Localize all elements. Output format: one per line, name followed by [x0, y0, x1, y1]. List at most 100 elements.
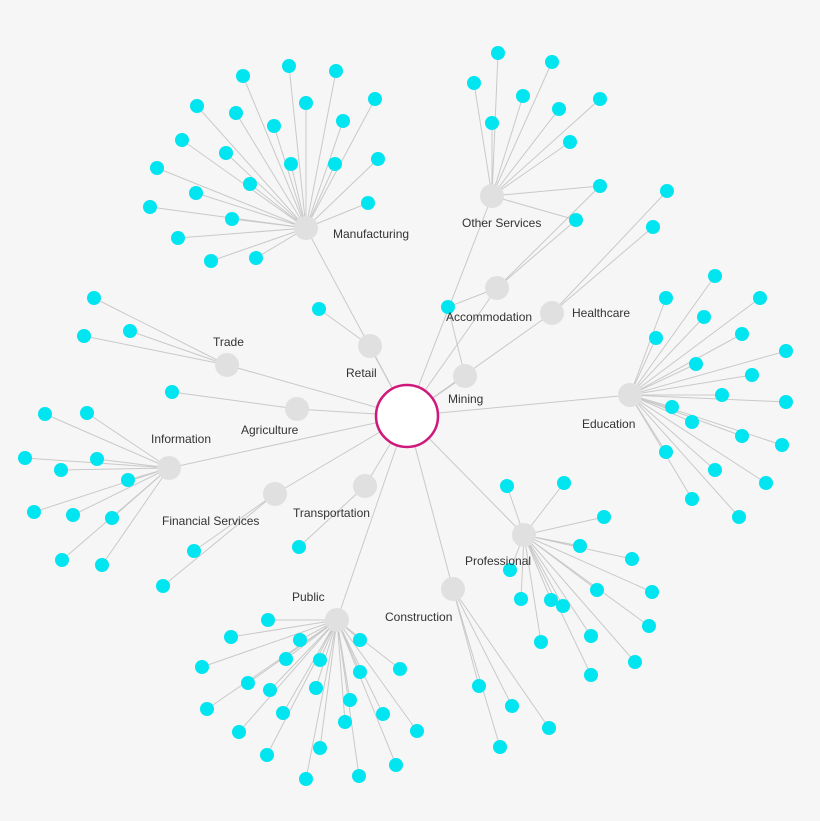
category-node-retail[interactable]: [358, 334, 382, 358]
leaf-node-manufacturing[interactable]: [236, 69, 250, 83]
category-node-accommodation[interactable]: [485, 276, 509, 300]
leaf-node-education[interactable]: [659, 291, 673, 305]
leaf-node-public[interactable]: [293, 633, 307, 647]
leaf-node-information[interactable]: [38, 407, 52, 421]
leaf-node-professional[interactable]: [645, 585, 659, 599]
leaf-node-professional[interactable]: [557, 476, 571, 490]
leaf-node-education[interactable]: [708, 269, 722, 283]
leaf-node-public[interactable]: [260, 748, 274, 762]
leaf-node-manufacturing[interactable]: [243, 177, 257, 191]
leaf-node-professional[interactable]: [514, 592, 528, 606]
leaf-node-manufacturing[interactable]: [171, 231, 185, 245]
leaf-node-accommodation[interactable]: [441, 300, 455, 314]
leaf-node-education[interactable]: [779, 344, 793, 358]
leaf-node-manufacturing[interactable]: [299, 96, 313, 110]
leaf-node-construction[interactable]: [505, 699, 519, 713]
category-node-financial-services[interactable]: [263, 482, 287, 506]
leaf-node-public[interactable]: [338, 715, 352, 729]
leaf-node-public[interactable]: [261, 613, 275, 627]
leaf-node-professional[interactable]: [642, 619, 656, 633]
leaf-node-professional[interactable]: [544, 593, 558, 607]
leaf-node-public[interactable]: [353, 633, 367, 647]
leaf-node-manufacturing[interactable]: [371, 152, 385, 166]
leaf-node-manufacturing[interactable]: [175, 133, 189, 147]
leaf-node-other-services[interactable]: [552, 102, 566, 116]
leaf-node-information[interactable]: [121, 473, 135, 487]
leaf-node-information[interactable]: [105, 511, 119, 525]
leaf-node-education[interactable]: [715, 388, 729, 402]
leaf-node-information[interactable]: [55, 553, 69, 567]
category-node-other-services[interactable]: [480, 184, 504, 208]
category-node-transportation[interactable]: [353, 474, 377, 498]
leaf-node-manufacturing[interactable]: [219, 146, 233, 160]
leaf-node-public[interactable]: [299, 772, 313, 786]
leaf-node-professional[interactable]: [584, 629, 598, 643]
leaf-node-information[interactable]: [80, 406, 94, 420]
leaf-node-other-services[interactable]: [593, 179, 607, 193]
leaf-node-manufacturing[interactable]: [229, 106, 243, 120]
leaf-node-information[interactable]: [54, 463, 68, 477]
leaf-node-public[interactable]: [389, 758, 403, 772]
leaf-node-professional[interactable]: [573, 539, 587, 553]
leaf-node-manufacturing[interactable]: [204, 254, 218, 268]
leaf-node-public[interactable]: [309, 681, 323, 695]
leaf-node-information[interactable]: [95, 558, 109, 572]
leaf-node-trade[interactable]: [123, 324, 137, 338]
leaf-node-manufacturing[interactable]: [267, 119, 281, 133]
leaf-node-education[interactable]: [708, 463, 722, 477]
leaf-node-manufacturing[interactable]: [143, 200, 157, 214]
leaf-node-public[interactable]: [195, 660, 209, 674]
leaf-node-professional[interactable]: [556, 599, 570, 613]
category-node-manufacturing[interactable]: [294, 216, 318, 240]
leaf-node-healthcare[interactable]: [660, 184, 674, 198]
leaf-node-education[interactable]: [735, 429, 749, 443]
leaf-node-professional[interactable]: [597, 510, 611, 524]
leaf-node-information[interactable]: [66, 508, 80, 522]
leaf-node-public[interactable]: [224, 630, 238, 644]
leaf-node-transportation[interactable]: [292, 540, 306, 554]
leaf-node-public[interactable]: [279, 652, 293, 666]
leaf-node-education[interactable]: [759, 476, 773, 490]
leaf-node-public[interactable]: [200, 702, 214, 716]
leaf-node-education[interactable]: [775, 438, 789, 452]
leaf-node-manufacturing[interactable]: [225, 212, 239, 226]
leaf-node-education[interactable]: [689, 357, 703, 371]
leaf-node-trade[interactable]: [87, 291, 101, 305]
leaf-node-construction[interactable]: [493, 740, 507, 754]
leaf-node-professional[interactable]: [503, 563, 517, 577]
leaf-node-education[interactable]: [779, 395, 793, 409]
leaf-node-public[interactable]: [313, 653, 327, 667]
leaf-node-public[interactable]: [393, 662, 407, 676]
leaf-node-manufacturing[interactable]: [329, 64, 343, 78]
leaf-node-education[interactable]: [735, 327, 749, 341]
leaf-node-manufacturing[interactable]: [189, 186, 203, 200]
leaf-node-manufacturing[interactable]: [328, 157, 342, 171]
center-node[interactable]: [374, 383, 440, 449]
category-node-healthcare[interactable]: [540, 301, 564, 325]
leaf-node-manufacturing[interactable]: [282, 59, 296, 73]
leaf-node-information[interactable]: [27, 505, 41, 519]
leaf-node-information[interactable]: [90, 452, 104, 466]
leaf-node-education[interactable]: [745, 368, 759, 382]
leaf-node-public[interactable]: [410, 724, 424, 738]
leaf-node-education[interactable]: [697, 310, 711, 324]
category-node-public[interactable]: [325, 608, 349, 632]
leaf-node-professional[interactable]: [590, 583, 604, 597]
leaf-node-other-services[interactable]: [563, 135, 577, 149]
leaf-node-construction[interactable]: [542, 721, 556, 735]
leaf-node-other-services[interactable]: [491, 46, 505, 60]
leaf-node-public[interactable]: [353, 665, 367, 679]
leaf-node-public[interactable]: [276, 706, 290, 720]
category-node-information[interactable]: [157, 456, 181, 480]
leaf-node-public[interactable]: [313, 741, 327, 755]
leaf-node-manufacturing[interactable]: [361, 196, 375, 210]
leaf-node-public[interactable]: [376, 707, 390, 721]
leaf-node-public[interactable]: [241, 676, 255, 690]
leaf-node-professional[interactable]: [584, 668, 598, 682]
category-node-education[interactable]: [618, 383, 642, 407]
leaf-node-public[interactable]: [232, 725, 246, 739]
category-node-construction[interactable]: [441, 577, 465, 601]
leaf-node-information[interactable]: [18, 451, 32, 465]
leaf-node-education[interactable]: [659, 445, 673, 459]
leaf-node-manufacturing[interactable]: [150, 161, 164, 175]
